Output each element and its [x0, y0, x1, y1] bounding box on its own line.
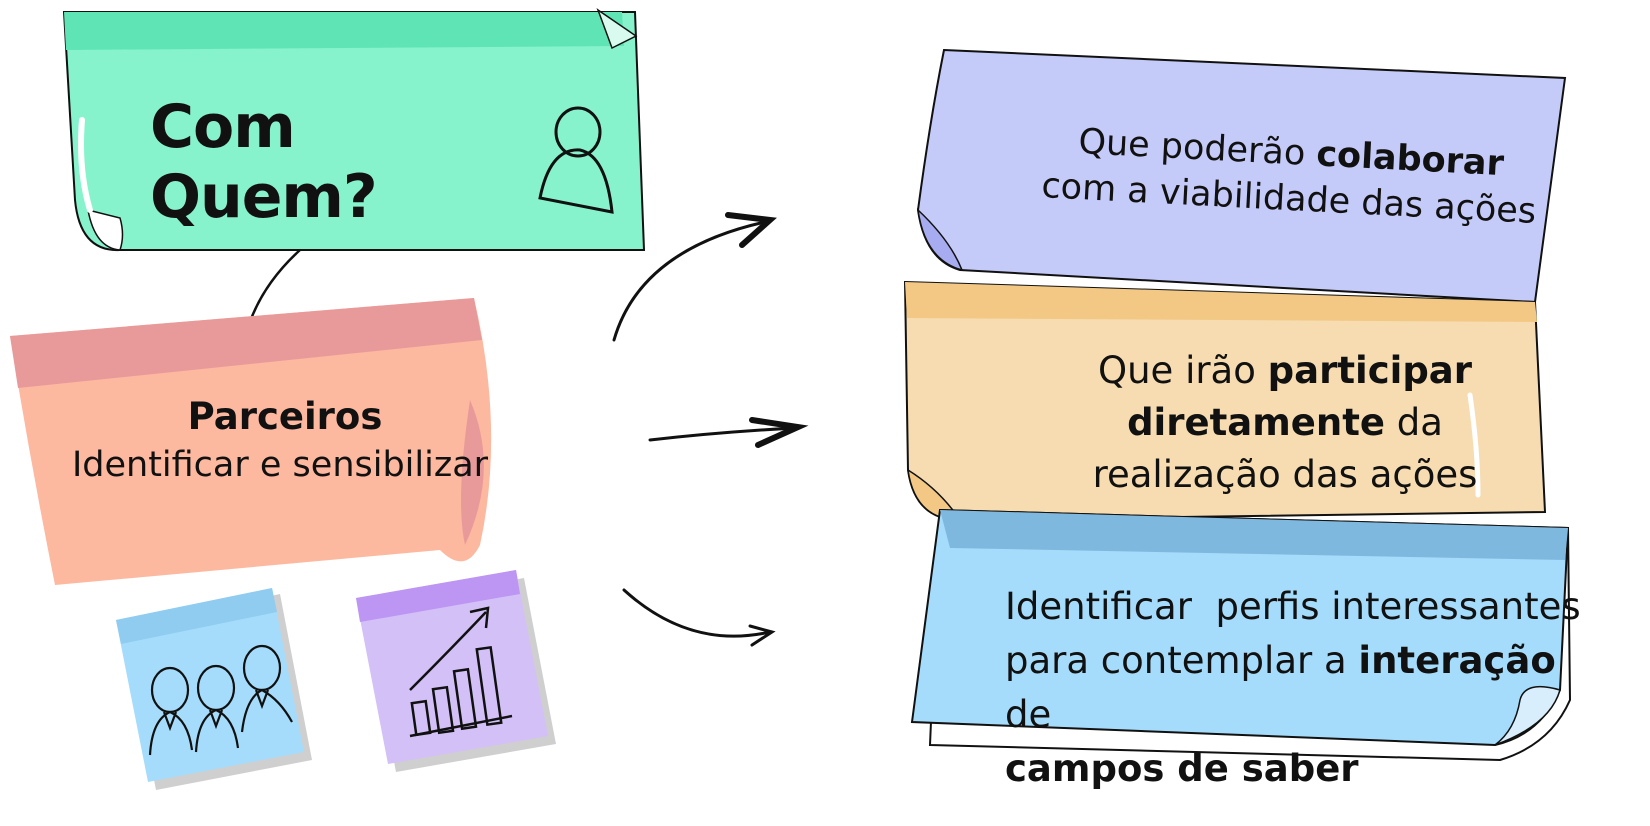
- partners-title: Parceiros: [187, 395, 383, 438]
- pink-note: [10, 298, 492, 585]
- small-violet-note: [356, 570, 556, 772]
- orange-bold2: diretamente: [1127, 401, 1385, 444]
- arrows-right: [612, 212, 809, 647]
- orange-pre: Que irão: [1097, 349, 1268, 392]
- orange-line3: realização das ações: [1092, 453, 1478, 496]
- orange-bold1: participar: [1267, 349, 1473, 392]
- page-title: Com Quem?: [150, 92, 378, 232]
- blue-card-text: Identificar perfis interessantes para co…: [1005, 580, 1581, 796]
- blue-bold3: campos de saber: [1005, 747, 1359, 790]
- purple-pre: Que poderão: [1077, 121, 1318, 175]
- blue-bold2: interação: [1358, 639, 1556, 682]
- orange-mid: da: [1385, 401, 1443, 444]
- blue-pre2: para contemplar a: [1005, 639, 1359, 682]
- blue-line1: Identificar perfis interessantes: [1005, 585, 1581, 628]
- growth-chart-icon: [409, 606, 513, 738]
- people-group-icon: [148, 644, 293, 756]
- purple-bold: colaborar: [1315, 134, 1505, 185]
- person-icon: [538, 106, 614, 214]
- blue-post2: de: [1005, 693, 1052, 736]
- small-blue-note: [116, 588, 312, 790]
- orange-card-text: Que irão participar diretamente da reali…: [1050, 345, 1520, 501]
- partners-subtitle: Identificar e sensibilizar: [71, 445, 489, 485]
- blue-card: [910, 508, 1572, 762]
- purple-card: [916, 48, 1567, 304]
- orange-card: [903, 280, 1547, 522]
- green-note: [62, 8, 646, 252]
